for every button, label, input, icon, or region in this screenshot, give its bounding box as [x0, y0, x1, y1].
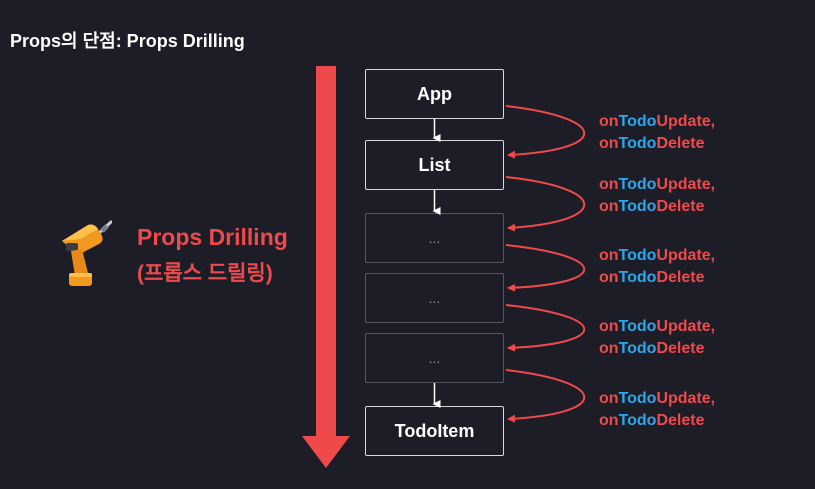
node-todoitem: TodoItem	[365, 406, 504, 456]
prop-pass-arrow	[505, 304, 586, 352]
node-placeholder: ...	[365, 333, 504, 383]
prop-label: onTodoUpdate, onTodoDelete	[599, 113, 716, 152]
prop-label: onTodoUpdate, onTodoDelete	[599, 318, 716, 357]
drilling-subtitle: (프롭스 드릴링)	[137, 262, 273, 285]
node-placeholder: ...	[365, 273, 504, 323]
node-placeholder: ...	[365, 213, 504, 263]
prop-label: onTodoUpdate, onTodoDelete	[599, 390, 716, 429]
prop-pass-arrow	[505, 369, 586, 423]
drilling-title: Props Drilling	[137, 224, 288, 250]
prop-pass-arrow	[505, 176, 586, 232]
drilling-direction-arrow	[302, 66, 350, 468]
node-list: List	[365, 140, 504, 190]
power-drill-icon	[62, 220, 112, 286]
slide-title: Props의 단점: Props Drilling	[10, 31, 245, 51]
node-app: App	[365, 69, 504, 119]
prop-label: onTodoUpdate, onTodoDelete	[599, 176, 716, 215]
prop-pass-arrow	[505, 244, 586, 292]
prop-label: onTodoUpdate, onTodoDelete	[599, 247, 716, 286]
prop-pass-arrow	[505, 105, 586, 159]
